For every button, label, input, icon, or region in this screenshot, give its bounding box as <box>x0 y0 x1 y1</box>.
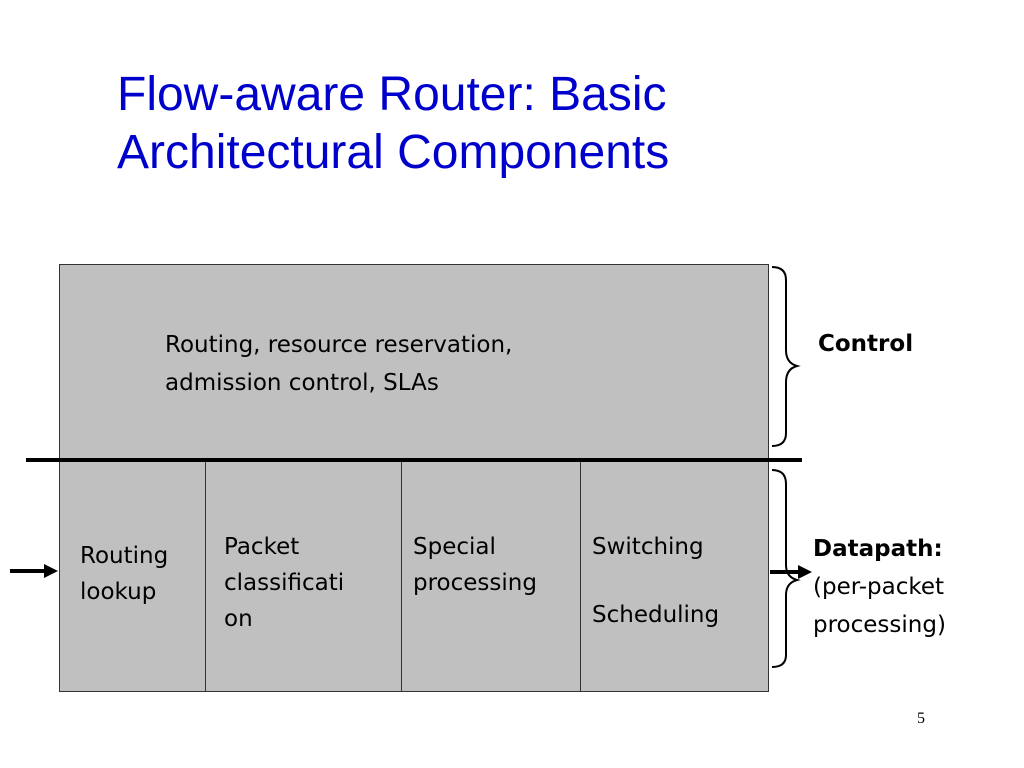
datapath-box-special-processing <box>401 461 582 692</box>
datapath-box-routing-lookup <box>59 461 207 692</box>
switching-line: Switching <box>592 534 704 560</box>
switching-label: Switching <box>592 529 704 565</box>
special-processing-line-2: processing <box>413 570 537 596</box>
routing-lookup-label: Routing lookup <box>80 538 168 610</box>
control-label: Control <box>818 331 914 357</box>
datapath-line-2: (per-packet <box>813 574 945 600</box>
datapath-box-packet-classification <box>205 461 403 692</box>
datapath-line-3: processing) <box>813 612 946 638</box>
scheduling-label: Scheduling <box>592 597 719 633</box>
title-line-2: Architectural Components <box>117 126 670 179</box>
packet-classification-line-1: Packet <box>224 534 300 560</box>
input-arrow-head <box>44 564 58 578</box>
output-arrow-head <box>798 565 812 579</box>
datapath-box-switching-scheduling <box>580 461 769 692</box>
packet-classification-line-3: on <box>224 606 253 632</box>
slide-title: Flow-aware Router: Basic Architectural C… <box>117 66 917 182</box>
packet-classification-line-2: classificati <box>224 570 345 596</box>
scheduling-line: Scheduling <box>592 602 720 628</box>
routing-lookup-line-2: lookup <box>80 579 157 605</box>
control-box-line-1: Routing, resource reservation, <box>165 332 513 358</box>
control-box-line-2: admission control, SLAs <box>165 370 439 396</box>
title-line-1: Flow-aware Router: Basic <box>117 68 667 121</box>
page-number: 5 <box>917 710 925 727</box>
control-box-text: Routing, resource reservation, admission… <box>165 326 512 402</box>
special-processing-label: Special processing <box>413 529 537 601</box>
datapath-label: Datapath: (per-packet processing) <box>813 530 946 644</box>
control-brace <box>771 266 801 447</box>
datapath-brace <box>771 469 801 668</box>
datapath-title: Datapath: <box>813 536 943 562</box>
packet-classification-label: Packet classificati on <box>224 529 344 637</box>
special-processing-line-1: Special <box>413 534 496 560</box>
routing-lookup-line-1: Routing <box>80 543 169 569</box>
control-plane-box <box>59 264 769 462</box>
